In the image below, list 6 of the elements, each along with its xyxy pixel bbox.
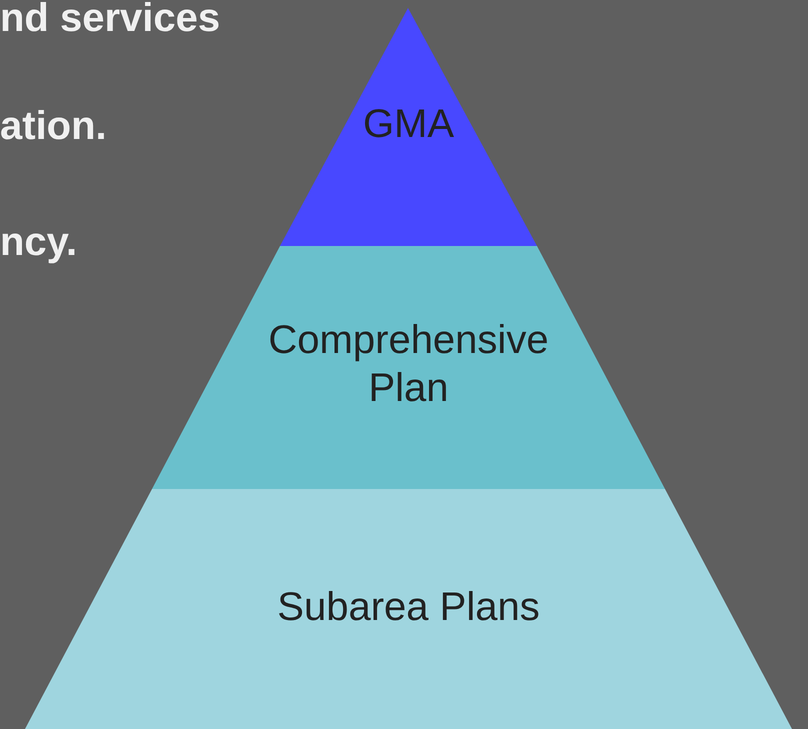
- tier-label: GMA: [362, 101, 454, 148]
- heading-text: ation.: [0, 104, 107, 149]
- tier-label: Comprehensive Plan: [267, 317, 550, 412]
- heading-text: nd services: [0, 0, 220, 41]
- tier-label: Subarea Plans: [277, 584, 540, 631]
- heading-text: ncy.: [0, 220, 78, 265]
